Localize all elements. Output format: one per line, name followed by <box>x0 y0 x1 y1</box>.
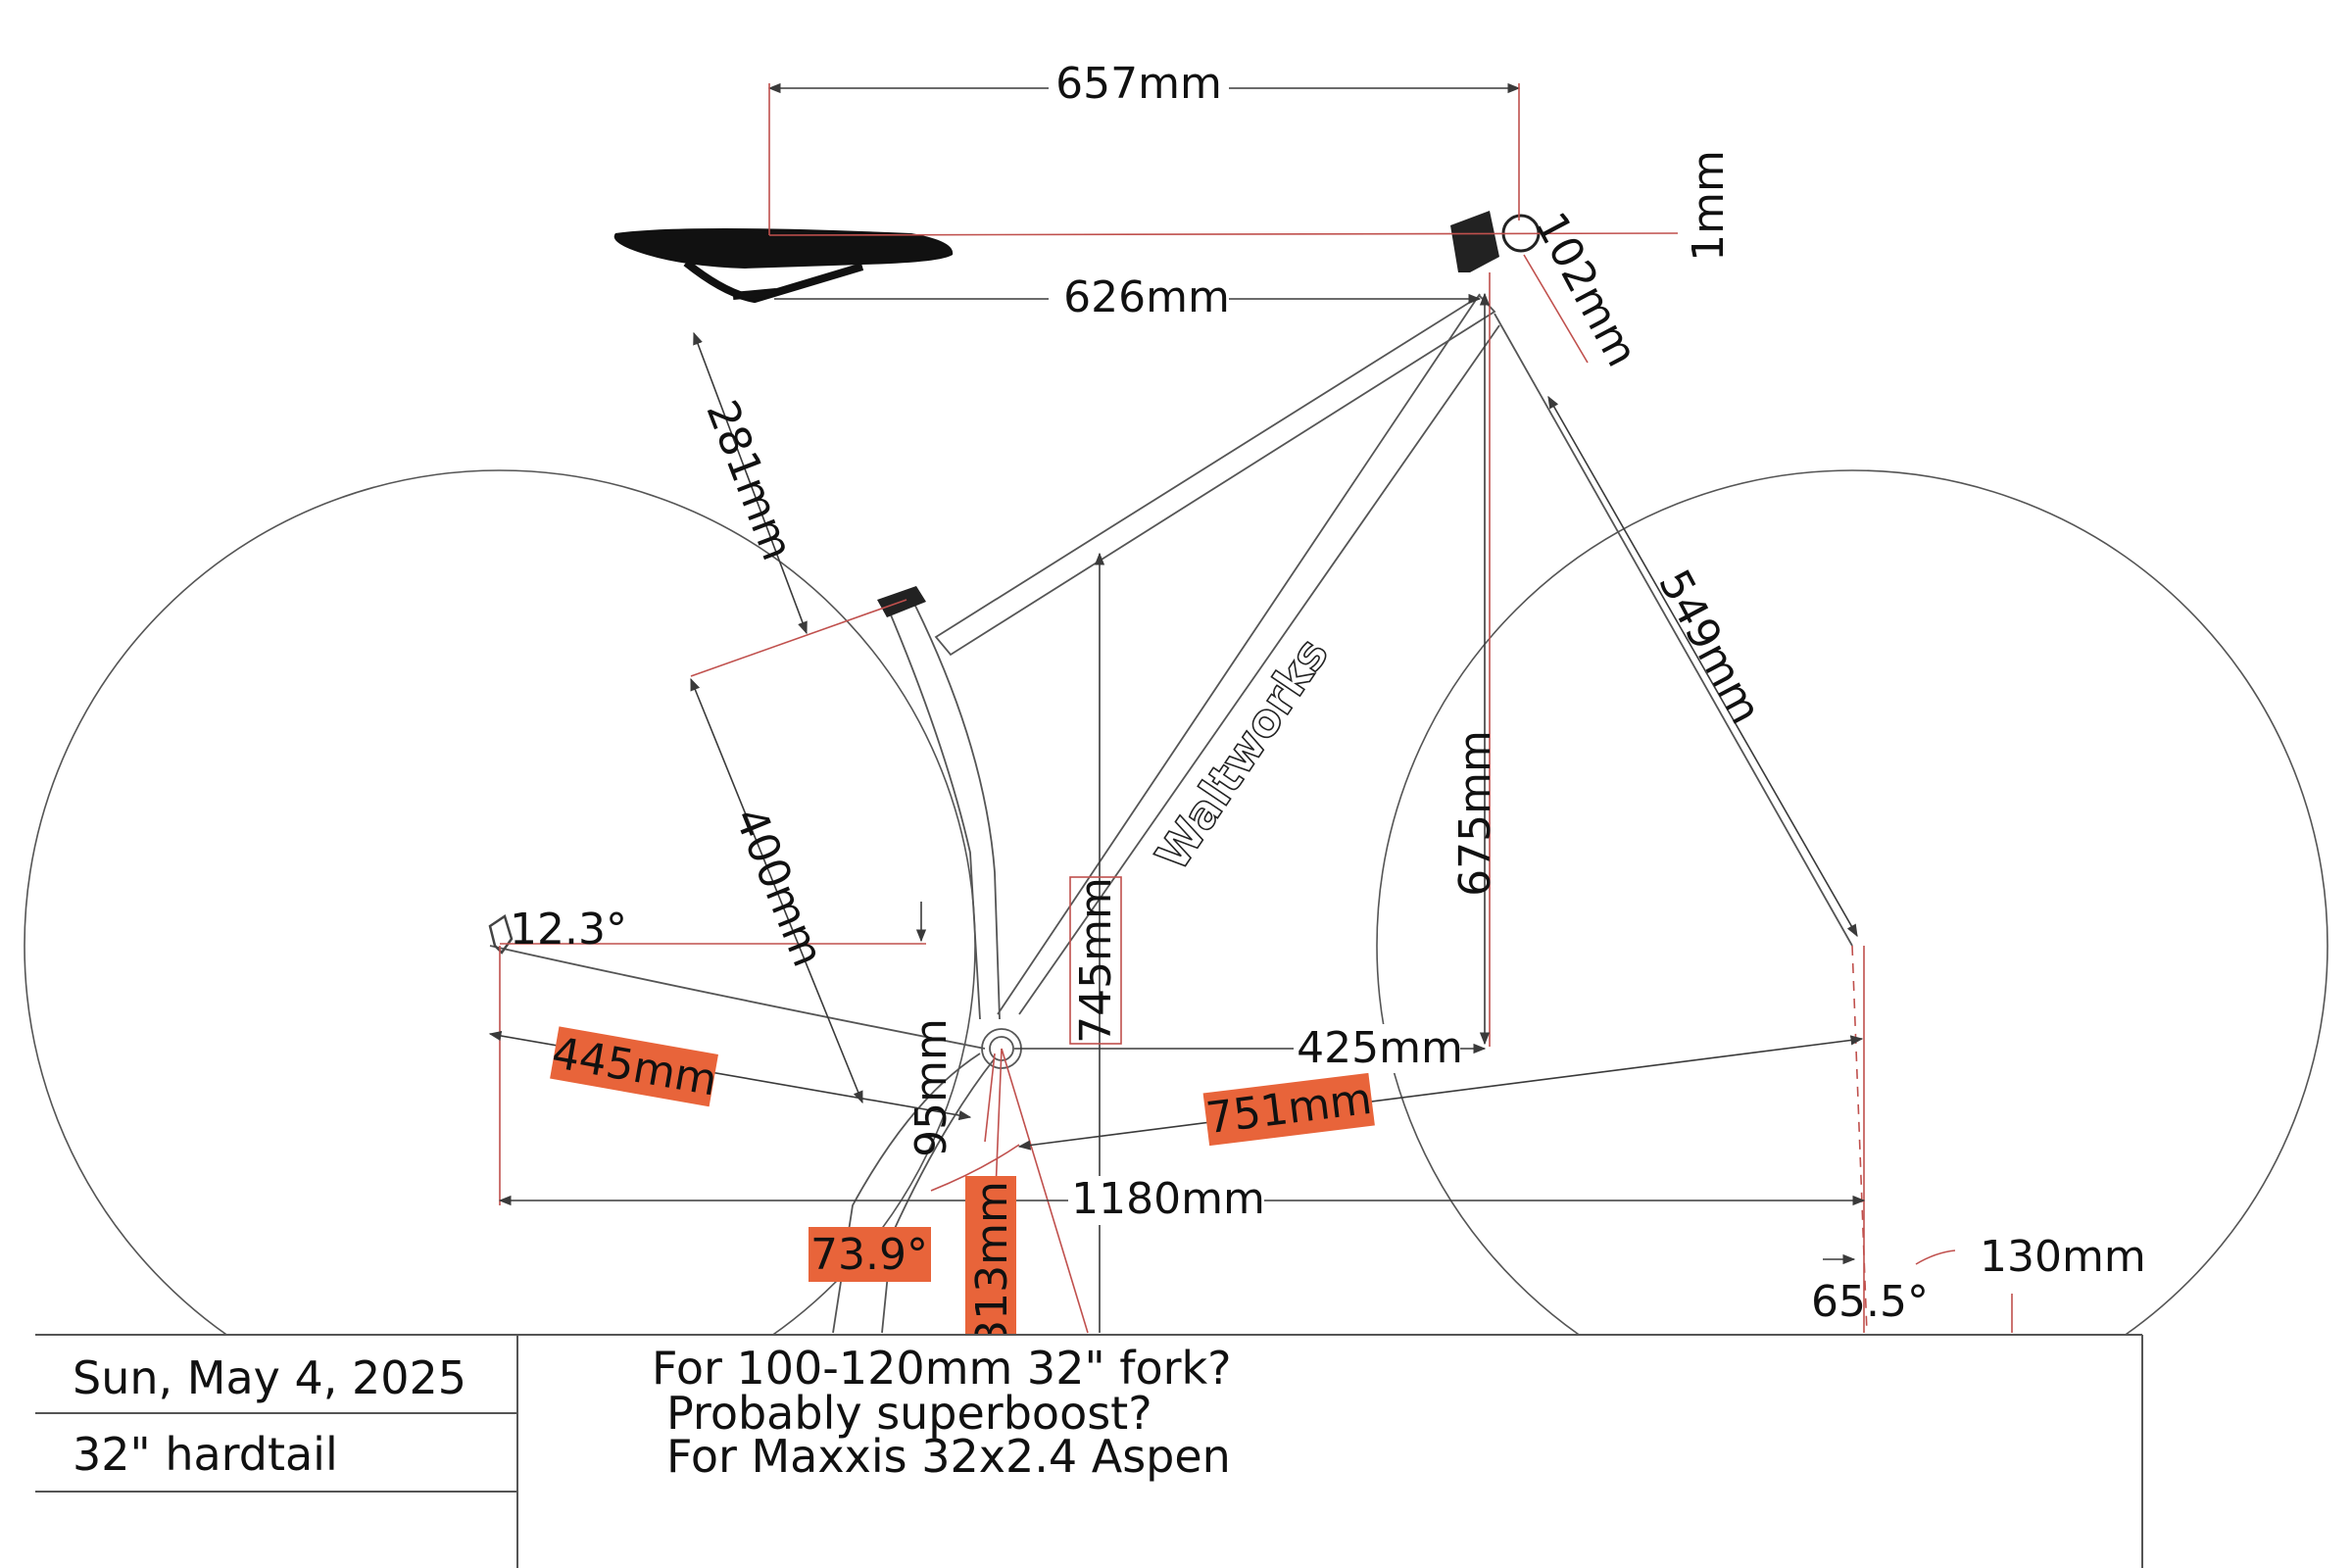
note-line-1: For 100-120mm 32" fork? <box>652 1342 1232 1395</box>
frame-logo: Waltworks <box>1146 628 1339 879</box>
saddle <box>613 228 954 269</box>
seat-tube-length-label: 400mm <box>724 801 833 973</box>
rear-dropout <box>488 914 514 955</box>
head-angle-label: 65.5° <box>1811 1277 1929 1327</box>
top-reach-label: 626mm <box>1063 272 1230 322</box>
seat-angle-label: 73.9° <box>810 1230 928 1280</box>
seatpost-exposed-label: 281mm <box>696 394 802 567</box>
stem <box>1450 211 1499 272</box>
bb-drop-label: 95mm <box>906 1018 956 1157</box>
front-center-label: 751mm <box>1203 1074 1375 1144</box>
note-line-3: For Maxxis 32x2.4 Aspen <box>666 1430 1231 1483</box>
bb-height-label: 313mm <box>967 1181 1017 1348</box>
drawing-date: Sun, May 4, 2025 <box>73 1351 466 1404</box>
wheelbase-label: 1180mm <box>1071 1174 1265 1224</box>
stem-offset-label: 1mm <box>1684 150 1734 262</box>
reach-horizontal-label: 425mm <box>1297 1023 1463 1073</box>
saddle-angle-label: 12.3° <box>510 905 627 955</box>
bike-model: 32" hardtail <box>73 1428 338 1481</box>
title-block: Sun, May 4, 2025 32" hardtail For 100-12… <box>35 1334 2143 1568</box>
construction-lines <box>499 232 2013 1334</box>
stem-length-label: 102mm <box>1525 205 1647 375</box>
note-line-2: Probably superboost? <box>666 1387 1152 1440</box>
stack-height-label: 745mm <box>1071 877 1121 1044</box>
handlebar-reach-label: 657mm <box>1055 59 1222 109</box>
fork-travel-label: 130mm <box>1980 1232 2146 1282</box>
head-tube-height-label: 675mm <box>1450 730 1500 897</box>
fork-length-label: 549mm <box>1648 562 1771 732</box>
